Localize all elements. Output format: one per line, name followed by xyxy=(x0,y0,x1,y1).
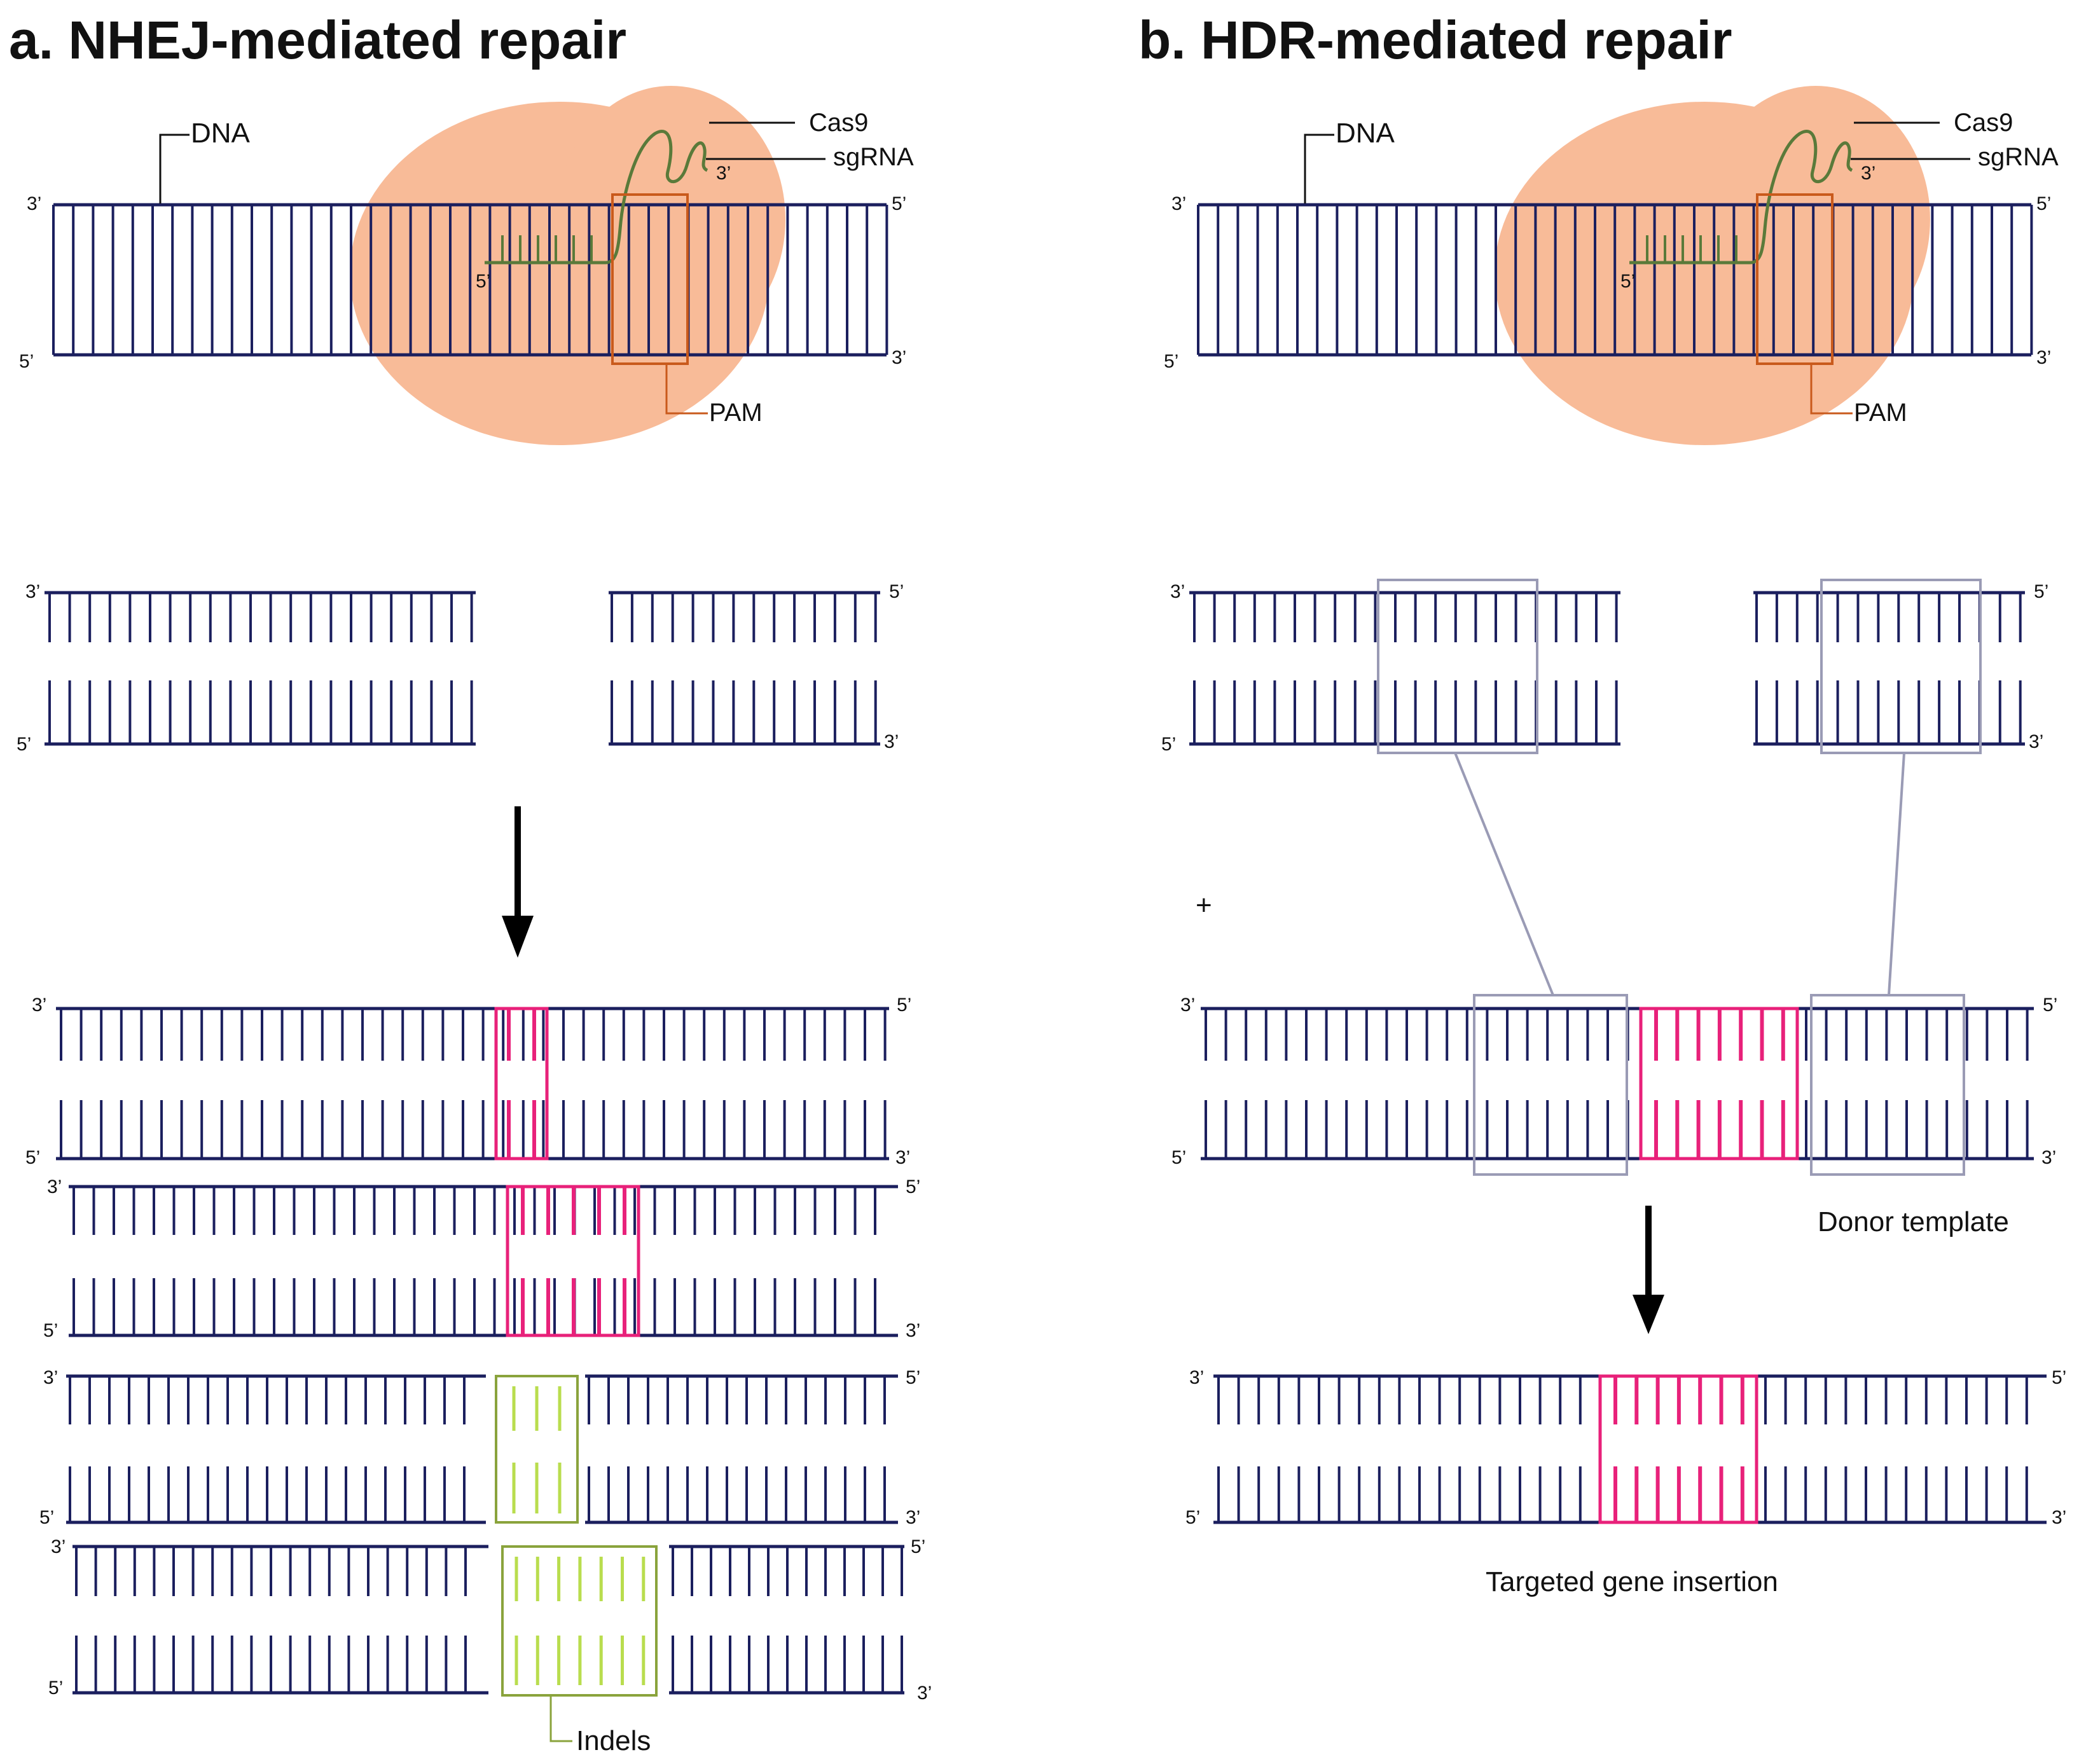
pam-label: PAM xyxy=(1854,399,1907,427)
end-label-5prime: 5’ xyxy=(25,1147,40,1168)
insertion-box xyxy=(494,1007,549,1161)
end-label-5prime: 5’ xyxy=(906,1176,920,1197)
end-label-3prime: 3’ xyxy=(1189,1367,1204,1388)
end-label-5prime: 5’ xyxy=(2043,995,2057,1016)
targeted-insertion-dna xyxy=(1213,1374,2047,1524)
targeted-insertion-label: Targeted gene insertion xyxy=(1486,1566,1778,1597)
end-label-3prime: 3’ xyxy=(1171,193,1186,214)
panel-a-repair-outcomes xyxy=(56,1007,904,1697)
panel-b-title: b. HDR-mediated repair xyxy=(1138,10,1732,70)
end-label-5prime: 5’ xyxy=(1171,1147,1186,1168)
end-label-3prime: 3’ xyxy=(892,347,906,368)
end-label-3prime: 3’ xyxy=(2036,347,2051,368)
end-label-3prime: 3’ xyxy=(884,731,899,752)
end-label-3prime: 3’ xyxy=(1170,581,1185,602)
end-label-5prime: 5’ xyxy=(43,1320,58,1341)
indels-leader-line xyxy=(549,1695,572,1742)
end-label-3prime: 3’ xyxy=(2029,731,2043,752)
indels-label: Indels xyxy=(576,1725,651,1756)
pam-box xyxy=(1756,193,1834,365)
cas9-label: Cas9 xyxy=(809,109,868,137)
sgrna-strand xyxy=(485,130,708,265)
end-label-3prime: 3’ xyxy=(2052,1507,2066,1528)
end-label-3prime: 3’ xyxy=(51,1536,66,1557)
donor-template-dna xyxy=(1201,1007,2034,1161)
end-label-3prime: 3’ xyxy=(906,1507,920,1528)
cas9-label: Cas9 xyxy=(1954,109,2013,137)
dna-label: DNA xyxy=(191,118,251,149)
end-label-5prime: 5’ xyxy=(889,581,904,602)
donor-template-label: Donor template xyxy=(1818,1206,2009,1237)
end-label-5prime: 5’ xyxy=(906,1367,920,1388)
pam-leader-line xyxy=(665,364,708,415)
sgrna-label: sgRNA xyxy=(833,143,914,171)
end-label-5prime: 5’ xyxy=(911,1536,925,1557)
panel-b-cas9-complex: PAM DNA Cas9 sgRNA 3’ 5’ 3’ 5’ 5’ 3’ xyxy=(1164,86,2059,445)
panel-a-cut-dna xyxy=(45,591,880,746)
sgrna-3prime-label: 3’ xyxy=(716,163,731,184)
dna-leader-line xyxy=(159,134,190,203)
end-label-5prime: 5’ xyxy=(897,995,911,1016)
homology-connector-left xyxy=(1454,752,1554,996)
end-label-5prime: 5’ xyxy=(17,734,31,755)
end-label-5prime: 5’ xyxy=(39,1507,54,1528)
sgrna-label: sgRNA xyxy=(1978,143,2059,171)
end-label-5prime: 5’ xyxy=(48,1678,63,1699)
end-label-5prime: 5’ xyxy=(2052,1367,2066,1388)
panel-a-title: a. NHEJ-mediated repair xyxy=(9,10,626,70)
sgrna-5prime-label: 5’ xyxy=(476,271,490,292)
dna-leader-line xyxy=(1304,134,1334,203)
end-label-3prime: 3’ xyxy=(2041,1147,2056,1168)
sgrna-strand xyxy=(1629,130,1853,265)
dna-label: DNA xyxy=(1336,118,1395,149)
end-label-5prime: 5’ xyxy=(892,193,906,214)
end-label-5prime: 5’ xyxy=(19,351,34,372)
deletion-box xyxy=(495,1375,579,1524)
end-label-3prime: 3’ xyxy=(47,1176,62,1197)
donor-homology-box-right xyxy=(1810,994,1965,1176)
end-label-5prime: 5’ xyxy=(1164,351,1178,372)
end-label-5prime: 5’ xyxy=(1161,734,1176,755)
pam-label: PAM xyxy=(709,399,763,427)
panel-a-down-arrow xyxy=(502,806,534,958)
end-label-3prime: 3’ xyxy=(43,1367,58,1388)
end-label-3prime: 3’ xyxy=(906,1320,920,1341)
deletion-box xyxy=(501,1545,658,1697)
end-label-5prime: 5’ xyxy=(1185,1507,1200,1528)
sgrna-path xyxy=(485,130,708,265)
sgrna-path xyxy=(1629,130,1853,265)
end-label-3prime: 3’ xyxy=(27,193,41,214)
homology-connector-right xyxy=(1888,752,1905,996)
panel-b-cut-dna xyxy=(1189,591,2025,746)
end-label-5prime: 5’ xyxy=(2036,193,2051,214)
pam-box xyxy=(611,193,689,365)
end-label-3prime: 3’ xyxy=(895,1147,910,1168)
panel-b-intact-dna xyxy=(1197,203,2033,357)
end-label-3prime: 3’ xyxy=(32,995,46,1016)
sgrna-3prime-label: 3’ xyxy=(1861,163,1875,184)
homology-arm-box-left xyxy=(1377,579,1538,754)
sgrna-5prime-label: 5’ xyxy=(1620,271,1635,292)
homology-arm-box-right xyxy=(1820,579,1982,754)
panel-b-down-arrow xyxy=(1633,1206,1664,1334)
cas9-lobe xyxy=(1701,86,1930,353)
panel-a-cas9-complex: PAM DNA Cas9 sgRNA 3’ 5’ 3’ 5’ 5’ 3’ xyxy=(19,86,914,445)
panel-a-intact-dna xyxy=(52,203,888,357)
end-label-3prime: 3’ xyxy=(25,581,40,602)
plus-sign: + xyxy=(1196,890,1212,921)
end-label-5prime: 5’ xyxy=(2034,581,2048,602)
pam-leader-line xyxy=(1810,364,1853,415)
donor-homology-box-left xyxy=(1473,994,1628,1176)
cas9-lobe xyxy=(556,86,785,353)
end-label-3prime: 3’ xyxy=(1180,995,1195,1016)
end-label-3prime: 3’ xyxy=(917,1683,932,1704)
